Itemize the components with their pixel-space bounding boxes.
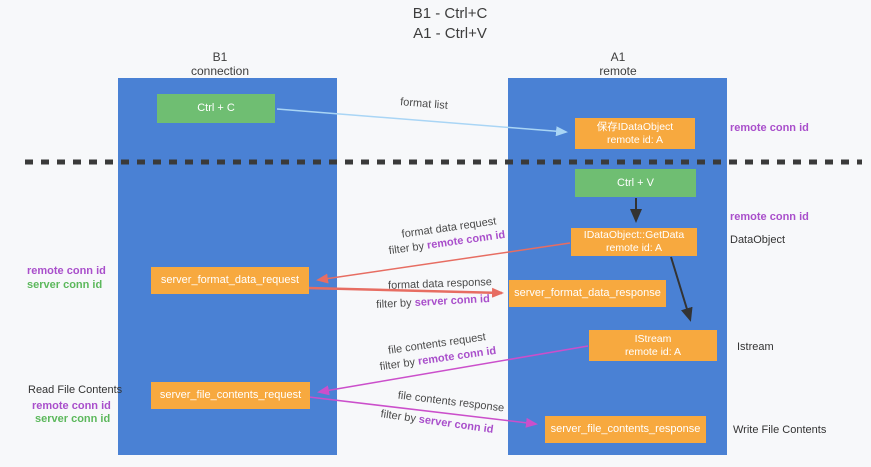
column-header-a1: A1 remote [548, 50, 688, 78]
filter-by-text: filter by [375, 296, 415, 311]
remote-conn-id-annotation-left-2: remote conn id [32, 400, 111, 412]
server-file-contents-request-node: server_file_contents_request [151, 382, 310, 409]
save-dataobject-node: 保存IDataObject remote id: A [575, 118, 695, 149]
column-b1-name: B1 [212, 50, 228, 64]
write-file-contents-annotation: Write File Contents [733, 424, 827, 436]
format-list-label: format list [399, 96, 449, 112]
istream-line1: IStream [634, 332, 672, 345]
server-file-contents-request-label: server_file_contents_request [159, 389, 302, 401]
diagram-title: B1 - Ctrl+C A1 - Ctrl+V [250, 4, 650, 44]
server-conn-id-annotation-left-2: server conn id [35, 413, 111, 425]
format-data-response-label: format data response [387, 276, 493, 292]
getdata-line1: IDataObject::GetData [583, 229, 685, 241]
file-contents-response-filter-label: filter by server conn id [380, 408, 494, 436]
title-line-2: A1 - Ctrl+V [413, 25, 487, 42]
column-a1-name: A1 [610, 50, 626, 64]
ctrl-c-label: Ctrl + C [197, 102, 235, 114]
server-format-data-request-label: server_format_data_request [160, 274, 300, 286]
server-format-data-response-node: server_format_data_response [509, 280, 666, 307]
getdata-node: IDataObject::GetData remote id: A [571, 228, 697, 256]
column-a1-sub: remote [599, 64, 637, 78]
save-dataobject-line1: 保存IDataObject [596, 120, 674, 133]
server-conn-id-annotation-left-1: server conn id [27, 279, 103, 291]
dataobject-annotation: DataObject [730, 234, 786, 246]
server-format-data-response-label: server_format_data_response [514, 287, 661, 299]
column-header-b1: B1 connection [150, 50, 290, 78]
istream-line2: remote id: A [624, 345, 682, 358]
title-line-1: B1 - Ctrl+C [412, 5, 488, 22]
ctrl-v-label: Ctrl + V [617, 176, 654, 189]
server-conn-id-highlight: server conn id [417, 413, 495, 436]
format-data-response-filter-label: filter by server conn id [376, 293, 490, 311]
istream-node: IStream remote id: A [589, 330, 717, 361]
server-file-contents-response-label: server_file_contents_response [550, 423, 701, 435]
getdata-line2: remote id: A [605, 242, 663, 254]
server-file-contents-response-node: server_file_contents_response [545, 416, 706, 443]
filter-by-text: filter by [379, 408, 420, 426]
istream-annotation: Istream [737, 341, 774, 353]
filter-by-text: filter by [379, 355, 419, 374]
server-format-data-request-node: server_format_data_request [151, 267, 309, 294]
ctrl-v-node: Ctrl + V [575, 169, 696, 197]
save-dataobject-line2: remote id: A [606, 133, 664, 146]
column-b1-sub: connection [190, 64, 250, 78]
remote-conn-id-annotation-top: remote conn id [730, 122, 809, 134]
file-contents-response-label: file contents response [397, 389, 505, 415]
ctrl-c-node: Ctrl + C [157, 94, 275, 123]
filter-by-text: filter by [388, 239, 428, 258]
remote-conn-id-annotation-left-1: remote conn id [27, 265, 106, 277]
read-file-contents-annotation: Read File Contents [28, 384, 123, 396]
server-conn-id-highlight: server conn id [414, 293, 491, 309]
remote-conn-id-annotation-mid: remote conn id [730, 211, 809, 223]
